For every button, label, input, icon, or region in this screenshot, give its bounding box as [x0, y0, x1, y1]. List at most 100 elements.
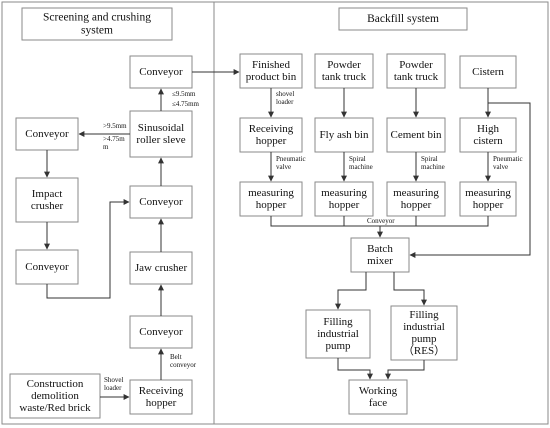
- backfill-title: Backfill system: [367, 13, 439, 25]
- text-line: product bin: [246, 71, 297, 83]
- backfill-title-box: [338, 7, 468, 31]
- text-line: Pneumatic: [493, 155, 523, 163]
- working-face-box: [348, 379, 408, 415]
- powder-truck-2-box: [386, 53, 446, 89]
- text-line: pump: [325, 340, 351, 352]
- text-line: Conveyor: [25, 128, 69, 140]
- text-line: （RES）: [403, 344, 445, 357]
- text-line: Working: [359, 384, 398, 396]
- arrow-water-bypass: [409, 102, 531, 258]
- text-line: Conveyor: [25, 261, 69, 273]
- text-line: loader: [104, 383, 122, 391]
- note-gt-9-5mm: >9.5mm: [103, 122, 127, 130]
- text-line: Batch: [367, 242, 393, 254]
- conveyor-left-label: Conveyor: [25, 128, 69, 140]
- text-line: Receiving: [249, 122, 294, 134]
- fly-ash-bin-label: Fly ash bin: [320, 129, 369, 141]
- conveyor-top-label: Conveyor: [139, 66, 183, 78]
- text-line: >9.5mm: [103, 122, 127, 130]
- text-line: demolition: [31, 390, 79, 402]
- jaw-crusher-box: [129, 251, 193, 285]
- construction-waste-box: [9, 373, 101, 419]
- jaw-crusher-label: Jaw crusher: [135, 262, 188, 274]
- text-line: pump: [411, 333, 437, 345]
- text-line: Sinusoidal: [138, 122, 184, 134]
- powder-truck-1-box: [314, 53, 374, 89]
- cement-bin-label: Cement bin: [390, 129, 442, 141]
- text-line: machine: [349, 162, 373, 170]
- text-line: Receiving: [139, 384, 184, 396]
- receiving-hopper-bottom-box: [129, 379, 193, 415]
- cistern-box: [459, 55, 517, 89]
- measuring-hopper-4-box: [459, 181, 517, 217]
- text-line: system: [81, 24, 113, 36]
- backfill-panel: [213, 1, 549, 425]
- text-line: tank truck: [394, 71, 439, 83]
- text-line: conveyor: [170, 360, 197, 368]
- text-line: face: [369, 397, 387, 409]
- arrow-mixer-to-pump-res: [393, 272, 427, 306]
- cistern-label: Cistern: [472, 66, 504, 78]
- text-line: waste/Red brick: [19, 402, 91, 414]
- text-line: hopper: [146, 397, 177, 409]
- text-line: Backfill system: [367, 13, 439, 25]
- text-line: valve: [276, 162, 291, 170]
- roller-sieve-box: [129, 110, 193, 158]
- conveyor-top-box: [129, 55, 193, 89]
- text-line: industrial: [317, 328, 359, 340]
- text-line: measuring: [393, 186, 439, 198]
- text-line: Impact: [32, 187, 63, 199]
- text-line: measuring: [248, 186, 294, 198]
- text-line: Pneumatic: [276, 155, 306, 163]
- batch-mixer-box: [350, 237, 410, 273]
- text-line: measuring: [321, 186, 367, 198]
- conveyor-lower-mid-label: Conveyor: [139, 326, 183, 338]
- text-line: ≤4.75mm: [172, 100, 200, 108]
- text-line: hopper: [329, 199, 360, 211]
- conveyor-lower-left-box: [15, 249, 79, 285]
- arrow-mixer-to-pump: [335, 272, 367, 310]
- text-line: hopper: [401, 199, 432, 211]
- note-le-9-5mm: ≤9.5mm: [172, 90, 196, 98]
- fly-ash-bin-box: [314, 117, 374, 153]
- text-line: Powder: [327, 59, 361, 71]
- text-line: hopper: [256, 135, 287, 147]
- text-line: ≤9.5mm: [172, 90, 196, 98]
- text-line: High: [477, 122, 500, 134]
- text-line: valve: [493, 162, 508, 170]
- text-line: Conveyor: [367, 217, 395, 225]
- text-line: hopper: [473, 199, 504, 211]
- cement-bin-box: [386, 117, 446, 153]
- text-line: Powder: [399, 59, 433, 71]
- text-line: machine: [421, 162, 445, 170]
- conveyor-mid-box: [129, 185, 193, 219]
- text-line: Spiral: [421, 155, 438, 163]
- text-line: Filling: [409, 308, 439, 320]
- text-line: mixer: [367, 255, 393, 267]
- arrow-pump-res-to-face: [385, 360, 425, 380]
- arrow-pump-to-face: [337, 358, 373, 380]
- text-line: Conveyor: [139, 326, 183, 338]
- arrow-return-loop: [46, 199, 130, 299]
- text-line: Shovel: [104, 376, 124, 384]
- text-line: Conveyor: [139, 196, 183, 208]
- text-line: >4.75m: [103, 135, 125, 143]
